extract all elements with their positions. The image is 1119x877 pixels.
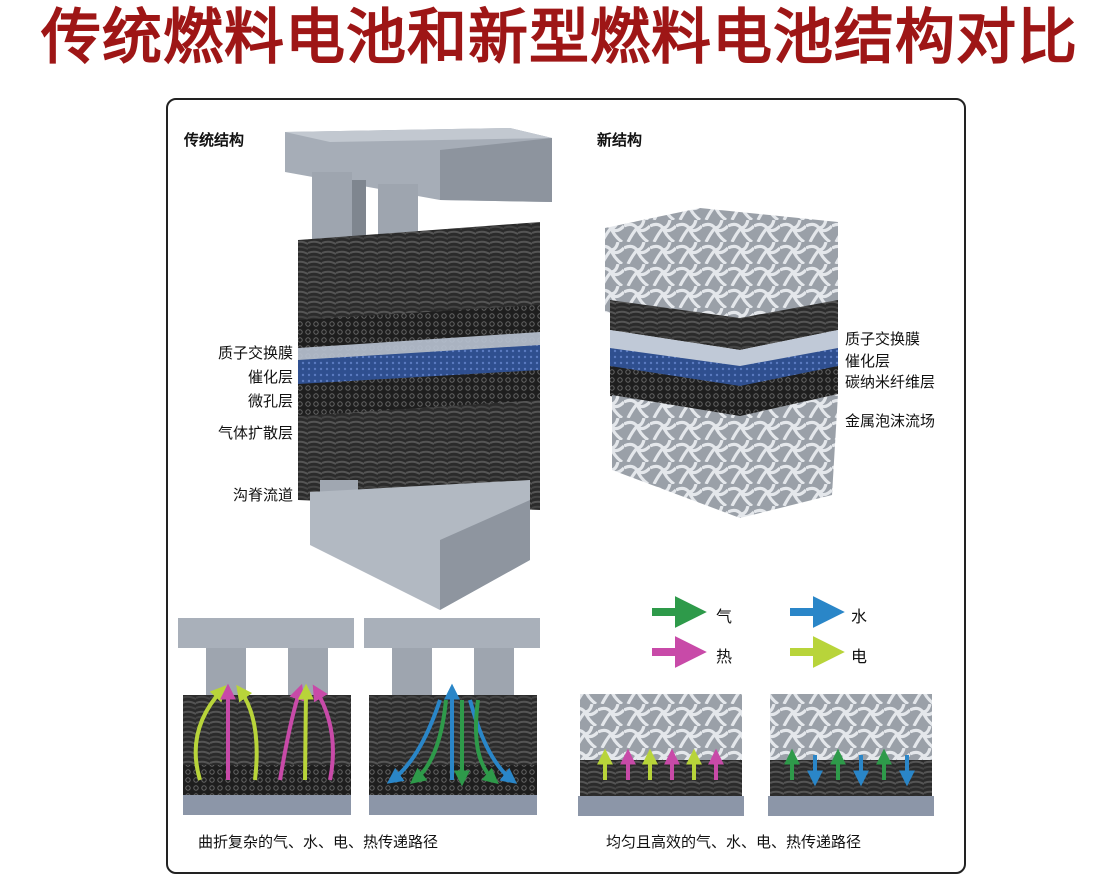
legend-heat: 热 [716, 647, 733, 666]
traditional-heading: 传统结构 [184, 131, 245, 149]
traditional-cell-1 [178, 618, 354, 815]
new-label-cnf: 碳纳米纤维层 [845, 373, 936, 391]
new-stack [605, 208, 838, 518]
trad-label-catalyst: 催化层 [247, 368, 293, 386]
new-label-catalyst: 催化层 [845, 352, 891, 370]
caption-traditional: 曲折复杂的气、水、电、热传递路径 [198, 833, 439, 851]
new-label-metal-foam: 金属泡沫流场 [845, 412, 936, 430]
new-cell-1 [578, 694, 744, 816]
traditional-stack [285, 128, 552, 610]
new-heading: 新结构 [597, 131, 643, 149]
trad-label-mpl: 微孔层 [247, 392, 293, 410]
trad-label-flow-channel: 沟脊流道 [232, 486, 293, 504]
trad-label-gdl: 气体扩散层 [217, 424, 293, 442]
legend-water: 水 [851, 607, 868, 626]
legend-arrows [652, 596, 845, 668]
caption-new: 均匀且高效的气、水、电、热传递路径 [606, 833, 862, 851]
legend-electricity: 电 [851, 647, 868, 666]
legend-gas: 气 [716, 607, 733, 626]
traditional-cell-2 [364, 618, 540, 815]
trad-label-membrane: 质子交换膜 [217, 344, 293, 362]
new-label-membrane: 质子交换膜 [845, 330, 921, 348]
new-cell-2 [768, 694, 934, 816]
page-title: 传统燃料电池和新型燃料电池结构对比 [41, 3, 1078, 73]
